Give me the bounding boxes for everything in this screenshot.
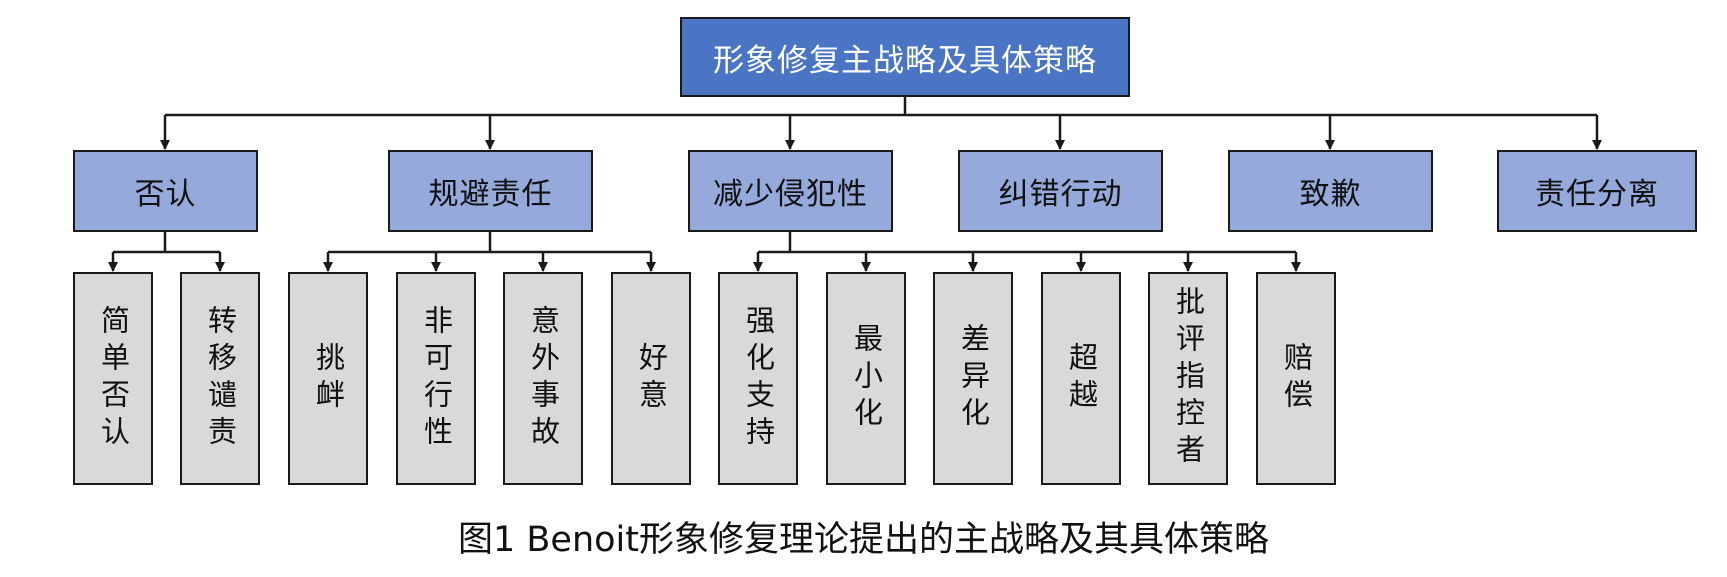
- strategy-label: 致歉: [1299, 177, 1362, 212]
- tactic-provocation: 挑衅: [288, 272, 368, 485]
- tactic-label: 意外事故: [526, 304, 561, 453]
- tactic-accident: 意外事故: [503, 272, 583, 485]
- tactic-compensation: 赔偿: [1256, 272, 1336, 485]
- tactic-label: 超越: [1064, 341, 1099, 416]
- tactic-label: 差异化: [956, 323, 991, 434]
- root-label: 形象修复主战略及具体策略: [713, 42, 1097, 79]
- figure-caption: 图1 Benoit形象修复理论提出的主战略及其具体策略: [458, 520, 1269, 560]
- tactic-label: 挑衅: [311, 341, 346, 416]
- tactic-label: 好意: [634, 341, 669, 416]
- tactic-label: 最小化: [849, 323, 884, 434]
- strategy-separation: 责任分离: [1497, 150, 1697, 232]
- root-node: 形象修复主战略及具体策略: [680, 17, 1130, 97]
- tactic-label: 简单否认: [96, 304, 131, 453]
- strategy-label: 否认: [134, 177, 197, 212]
- tactic-minimization: 最小化: [826, 272, 906, 485]
- strategy-label: 规避责任: [428, 177, 553, 212]
- tactic-simple-denial: 简单否认: [73, 272, 153, 485]
- tactic-bolstering: 强化支持: [718, 272, 798, 485]
- strategy-label: 责任分离: [1535, 177, 1659, 212]
- tactic-label: 非可行性: [419, 304, 454, 453]
- tactic-differentiation: 差异化: [933, 272, 1013, 485]
- tactic-label: 转移谴责: [203, 304, 238, 453]
- tactic-transcendence: 超越: [1041, 272, 1121, 485]
- strategy-denial: 否认: [73, 150, 258, 232]
- tactic-label: 批评指控者: [1171, 286, 1206, 471]
- strategy-evade-responsibility: 规避责任: [388, 150, 593, 232]
- strategy-corrective-action: 纠错行动: [958, 150, 1163, 232]
- strategy-mortification: 致歉: [1228, 150, 1433, 232]
- tactic-good-intentions: 好意: [611, 272, 691, 485]
- strategy-label: 纠错行动: [998, 177, 1123, 212]
- tactic-shift-blame: 转移谴责: [180, 272, 260, 485]
- tactic-attack-accuser: 批评指控者: [1148, 272, 1228, 485]
- tactic-label: 赔偿: [1279, 341, 1314, 416]
- strategy-label: 减少侵犯性: [713, 177, 868, 212]
- tactic-label: 强化支持: [741, 304, 776, 453]
- strategy-reduce-offensiveness: 减少侵犯性: [688, 150, 893, 232]
- tactic-defeasibility: 非可行性: [396, 272, 476, 485]
